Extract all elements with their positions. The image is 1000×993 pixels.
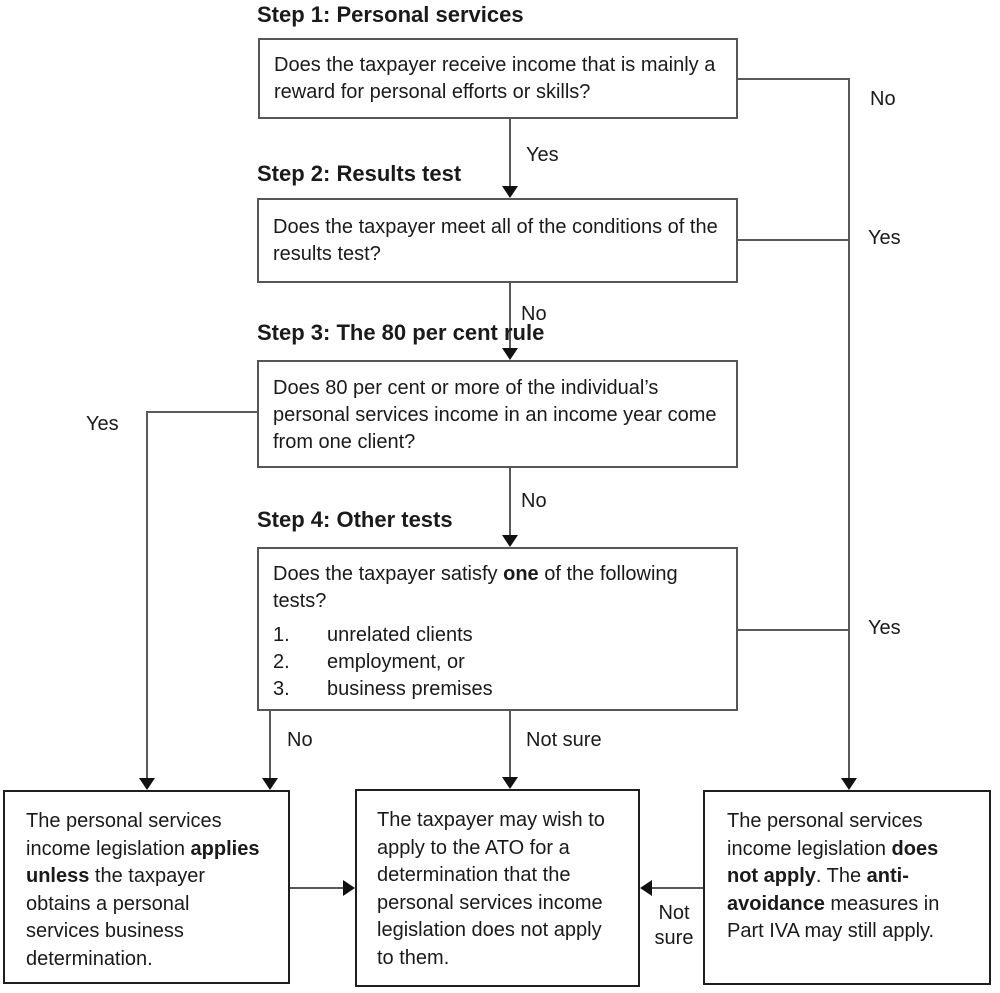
step3-box: Does 80 per cent or more of the individu…: [257, 360, 738, 468]
arrowhead-down-icon: [139, 778, 155, 790]
outcome-text-part: The personal services income legislation: [727, 810, 923, 860]
outcome-text-part: the taxpayer obtains a personal services…: [26, 865, 205, 970]
label-right-not-sure: Not sure: [654, 902, 694, 949]
step4-heading: Step 4: Other tests: [257, 507, 453, 532]
outcome-text-part: . The: [815, 865, 867, 887]
step4-question-part: Does the taxpayer satisfy: [273, 563, 504, 585]
label-step3-yes: Yes: [86, 413, 119, 435]
label-step1-no: No: [870, 88, 896, 110]
connector-step2-yes-out: [738, 239, 850, 241]
step1-question: Does the taxpayer receive income that is…: [274, 54, 716, 103]
step4-test-list: 1. unrelated clients 2. employment, or 3. b…: [273, 622, 722, 703]
arrowhead-down-icon: [841, 778, 857, 790]
outcome-text: The taxpayer may wish to apply to the AT…: [377, 809, 605, 969]
connector-right-to-middle: [652, 887, 703, 889]
arrowhead-down-icon: [502, 777, 518, 789]
list-number: 3.: [273, 678, 290, 700]
list-text: business premises: [327, 678, 493, 700]
connector-step4-yes-out: [738, 629, 850, 631]
step4-question-part: of the following tests?: [273, 563, 678, 612]
label-step4-yes: Yes: [868, 617, 901, 639]
list-number: 2.: [273, 651, 290, 673]
arrowhead-down-icon: [502, 535, 518, 547]
connector-step3-step4: [509, 468, 511, 536]
step2-heading: Step 2: Results test: [257, 161, 462, 186]
test-list-item: 3. business premises: [273, 676, 722, 703]
list-text: unrelated clients: [327, 624, 473, 646]
outcome-applies-box: The personal services income legislation…: [3, 790, 290, 984]
outcome-text-bold: applies unless: [26, 837, 260, 888]
step4-question-bold: one: [503, 563, 539, 585]
label-step2-yes: Yes: [868, 227, 901, 249]
outcome-text-part: The personal services income legislation: [26, 810, 222, 860]
outcome-determination-box: The taxpayer may wish to apply to the AT…: [355, 789, 640, 987]
connector-step4-notsure-drop: [509, 710, 511, 778]
step1-heading: Step 1: Personal services: [257, 2, 524, 27]
step2-box: Does the taxpayer meet all of the condit…: [257, 198, 738, 283]
connector-step2-step3: [509, 283, 511, 349]
connector-right-rail: [848, 78, 850, 779]
label-step1-yes: Yes: [526, 144, 559, 166]
label-step2-no: No: [521, 303, 547, 325]
list-number: 1.: [273, 624, 290, 646]
test-list-item: 1. unrelated clients: [273, 622, 722, 649]
arrowhead-down-icon: [262, 778, 278, 790]
connector-step1-no-out: [738, 78, 850, 80]
list-text: employment, or: [327, 651, 465, 673]
step1-box: Does the taxpayer receive income that is…: [258, 38, 738, 119]
arrowhead-down-icon: [502, 186, 518, 198]
step3-question: Does 80 per cent or more of the individu…: [273, 377, 717, 453]
label-step4-not-sure: Not sure: [526, 729, 602, 751]
connector-step4-no-drop: [269, 710, 271, 779]
label-step3-no: No: [521, 490, 547, 512]
step3-heading: Step 3: The 80 per cent rule: [257, 320, 545, 345]
connector-step1-step2: [509, 118, 511, 188]
connector-step3-yes-out: [146, 411, 259, 413]
connector-left-rail: [146, 411, 148, 779]
arrowhead-right-icon: [343, 880, 355, 896]
step4-question: Does the taxpayer satisfy one of the fol…: [273, 561, 722, 615]
arrowhead-left-icon: [640, 880, 652, 896]
connector-left-to-middle: [290, 887, 344, 889]
step2-question: Does the taxpayer meet all of the condit…: [273, 216, 718, 265]
outcome-text-bold: does not apply: [727, 837, 939, 888]
outcome-text-part: measures in Part IVA may still apply.: [727, 892, 940, 943]
outcome-text-bold: anti-avoidance: [727, 865, 909, 915]
test-list-item: 2. employment, or: [273, 649, 722, 676]
arrowhead-down-icon: [502, 348, 518, 360]
label-step4-no: No: [287, 729, 313, 751]
step4-box: Does the taxpayer satisfy one of the fol…: [257, 547, 738, 711]
outcome-not-apply-box: The personal services income legislation…: [703, 790, 991, 985]
